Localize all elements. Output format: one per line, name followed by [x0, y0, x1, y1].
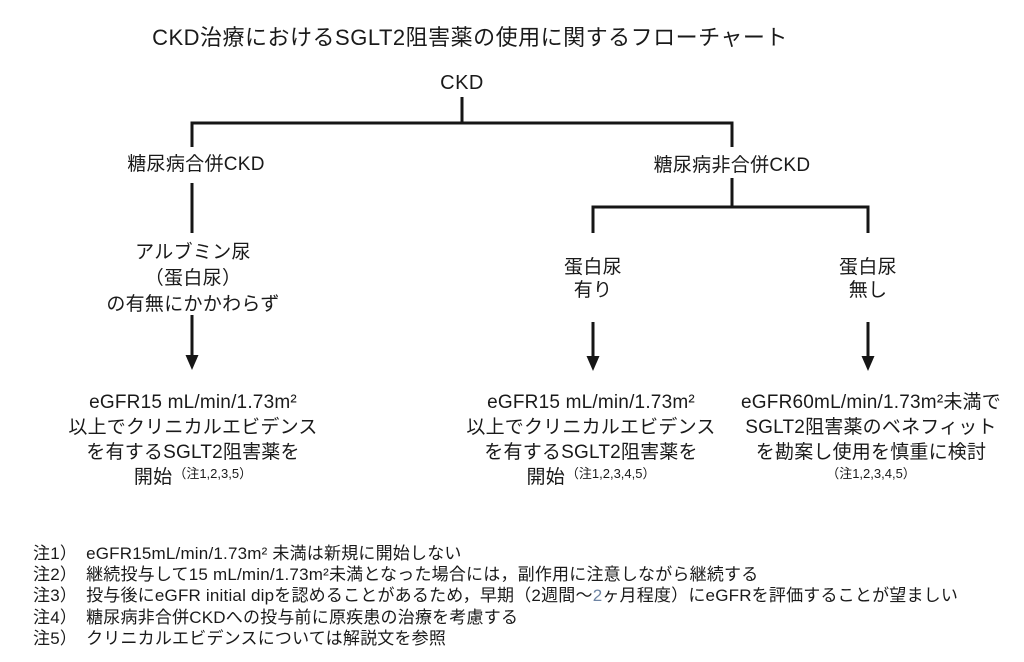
footnote-3: 注3） 投与後にeGFR initial dipを認めることがあるため，早期（2… — [33, 585, 958, 606]
footnote-text-segment: ヶ月程度）にeGFRを評価することが望ましい — [602, 586, 959, 606]
outcome-line: eGFR15 mL/min/1.73m² — [89, 392, 297, 413]
node-diabetic-ckd: 糖尿病合併CKD — [127, 154, 265, 175]
outcome-note-ref: （注1,2,3,5） — [173, 466, 253, 481]
footnote-text-segment: 投与後にeGFR initial dipを認めることがあるため，早期（2週間〜 — [86, 586, 593, 606]
condition-albuminuria: アルブミン尿 （蛋白尿） の有無にかかわらず — [106, 240, 279, 318]
outcome-action-line: 開始（注1,2,3,5） — [68, 465, 317, 491]
condition-line: アルブミン尿 — [135, 242, 251, 263]
footnote-label: 注4） — [33, 607, 78, 627]
condition-line: 蛋白尿 — [564, 257, 622, 278]
outcome-action-line: 開始（注1,2,3,4,5） — [466, 465, 715, 491]
footnote-label: 注2） — [33, 565, 78, 585]
footnote-4: 注4） 糖尿病非合併CKDへの投与前に原疾患の治療を考慮する — [33, 607, 958, 628]
footnote-5: 注5） クリニカルエビデンスについては解説文を参照 — [33, 628, 958, 649]
node-nondiabetic-ckd: 糖尿病非合併CKD — [653, 155, 811, 176]
outcome-note-ref: （注1,2,3,4,5） — [826, 466, 916, 481]
footnote-text: eGFR15mL/min/1.73m² 未満は新規に開始しない — [86, 544, 462, 563]
outcome-note-ref: （注1,2,3,4,5） — [565, 466, 656, 481]
outcome-nondiabetic-proteinuria: eGFR15 mL/min/1.73m² 以上でクリニカルエビデンス を有するS… — [466, 390, 715, 491]
node-root-ckd: CKD — [440, 72, 484, 94]
condition-line: 無し — [848, 280, 888, 301]
outcome-line: 以上でクリニカルエビデンス — [466, 417, 716, 438]
footnote-2: 注2） 継続投与して15 mL/min/1.73m²未満となった場合には，副作用… — [33, 564, 958, 585]
outcome-action: 開始 — [133, 467, 173, 488]
footnote-text: クリニカルエビデンスについては解説文を参照 — [86, 628, 447, 648]
outcome-line: を勘案し使用を慎重に検討 — [755, 442, 987, 463]
condition-line: 有り — [573, 280, 613, 301]
outcome-line: を有するSGLT2阻害薬を — [86, 442, 300, 463]
footnote-label: 注1） — [33, 544, 78, 563]
footnote-1: 注1） eGFR15mL/min/1.73m² 未満は新規に開始しない — [33, 543, 958, 564]
connector-level1-branch — [190, 121, 734, 147]
footnote-text: 継続投与して15 mL/min/1.73m²未満となった場合には，副作用に注意し… — [86, 565, 759, 585]
connector-level2-branch — [591, 205, 870, 233]
outcome-line: eGFR15 mL/min/1.73m² — [487, 392, 695, 413]
condition-line: 蛋白尿 — [839, 257, 897, 278]
footnotes: 注1） eGFR15mL/min/1.73m² 未満は新規に開始しない 注2） … — [33, 543, 958, 649]
down-arrow-icon-right — [861, 356, 875, 371]
outcome-action: 開始 — [526, 467, 565, 488]
footnote-text: 糖尿病非合併CKDへの投与前に原疾患の治療を考慮する — [86, 607, 519, 627]
outcome-line: 以上でクリニカルエビデンス — [68, 417, 318, 438]
footnote-label: 注3） — [33, 586, 78, 606]
outcome-diabetic-ckd: eGFR15 mL/min/1.73m² 以上でクリニカルエビデンス を有するS… — [68, 390, 317, 491]
footnote-label: 注5） — [33, 628, 78, 648]
outcome-line: eGFR60mL/min/1.73m²未満で — [741, 392, 1001, 413]
page-title: CKD治療におけるSGLT2阻害薬の使用に関するフローチャート — [152, 25, 788, 50]
footnote-text: 投与後にeGFR initial dipを認めることがあるため，早期（2週間〜2… — [86, 585, 958, 606]
down-arrow-icon-mid — [586, 356, 600, 371]
condition-line: （蛋白尿） — [144, 268, 242, 289]
outcome-line: SGLT2阻害薬のベネフィット — [745, 417, 997, 438]
condition-proteinuria-absent: 蛋白尿 無し — [839, 256, 897, 302]
footnote-text-segment: 2 — [592, 586, 603, 606]
outcome-nondiabetic-no-proteinuria: eGFR60mL/min/1.73m²未満で SGLT2阻害薬のベネフィット を… — [741, 390, 1001, 483]
down-arrow-icon-left — [185, 355, 199, 370]
condition-proteinuria-present: 蛋白尿 有り — [564, 256, 622, 302]
condition-line: の有無にかかわらず — [106, 294, 280, 315]
outcome-line: を有するSGLT2阻害薬を — [484, 442, 698, 463]
